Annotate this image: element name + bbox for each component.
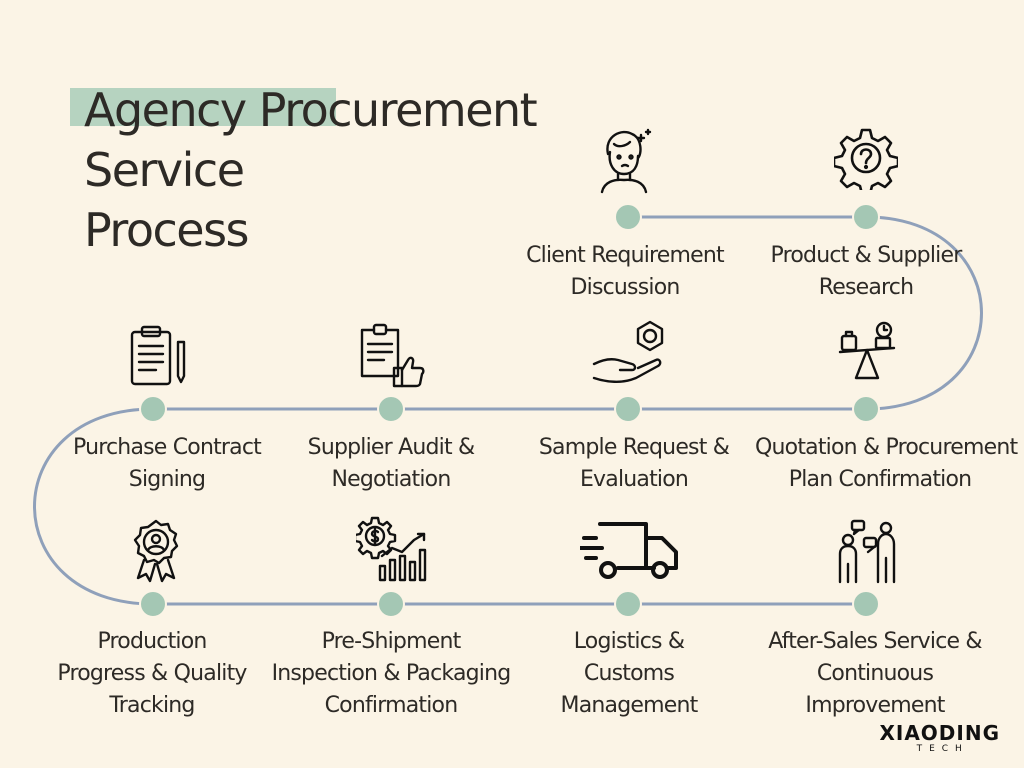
clipboard-pen-icon <box>130 325 186 386</box>
step-label-sample-request: Sample Request &Evaluation <box>538 435 730 492</box>
clipboard-thumbs-up-icon <box>360 323 425 388</box>
gear-question-icon <box>834 128 898 190</box>
step-node-5 <box>377 395 405 423</box>
title-line-3: Process <box>84 203 250 257</box>
hand-holding-nut-icon <box>592 320 664 383</box>
step-node-1 <box>614 203 642 231</box>
award-ribbon-icon <box>133 519 179 583</box>
brand-sub: TECH <box>916 744 969 754</box>
step-node-2 <box>852 203 880 231</box>
people-discussion-icon <box>838 519 896 584</box>
step-node-4 <box>614 395 642 423</box>
step-node-8 <box>377 590 405 618</box>
title-highlight <box>70 88 336 126</box>
page-title: Agency Procurement Service Process <box>70 80 538 260</box>
scale-balance-icon <box>838 321 896 380</box>
step-label-supplier-audit: Supplier Audit &Negotiation <box>307 435 475 492</box>
brand-name: XIAODING <box>879 721 1000 745</box>
step-node-7 <box>139 590 167 618</box>
gear-dollar-chart-icon <box>356 516 427 582</box>
title-line-2: Service <box>84 143 245 197</box>
step-node-9 <box>614 590 642 618</box>
connector-6-7-curve <box>33 407 155 606</box>
delivery-truck-icon <box>580 522 678 579</box>
step-node-10 <box>852 590 880 618</box>
brand-logo: XIAODING TECH <box>879 722 1000 754</box>
step-node-6 <box>139 395 167 423</box>
step-node-3 <box>852 395 880 423</box>
connector-2-3-curve <box>864 215 983 411</box>
woman-thinking-icon <box>600 128 652 194</box>
title-line-1: Agency Procurement <box>84 83 538 137</box>
